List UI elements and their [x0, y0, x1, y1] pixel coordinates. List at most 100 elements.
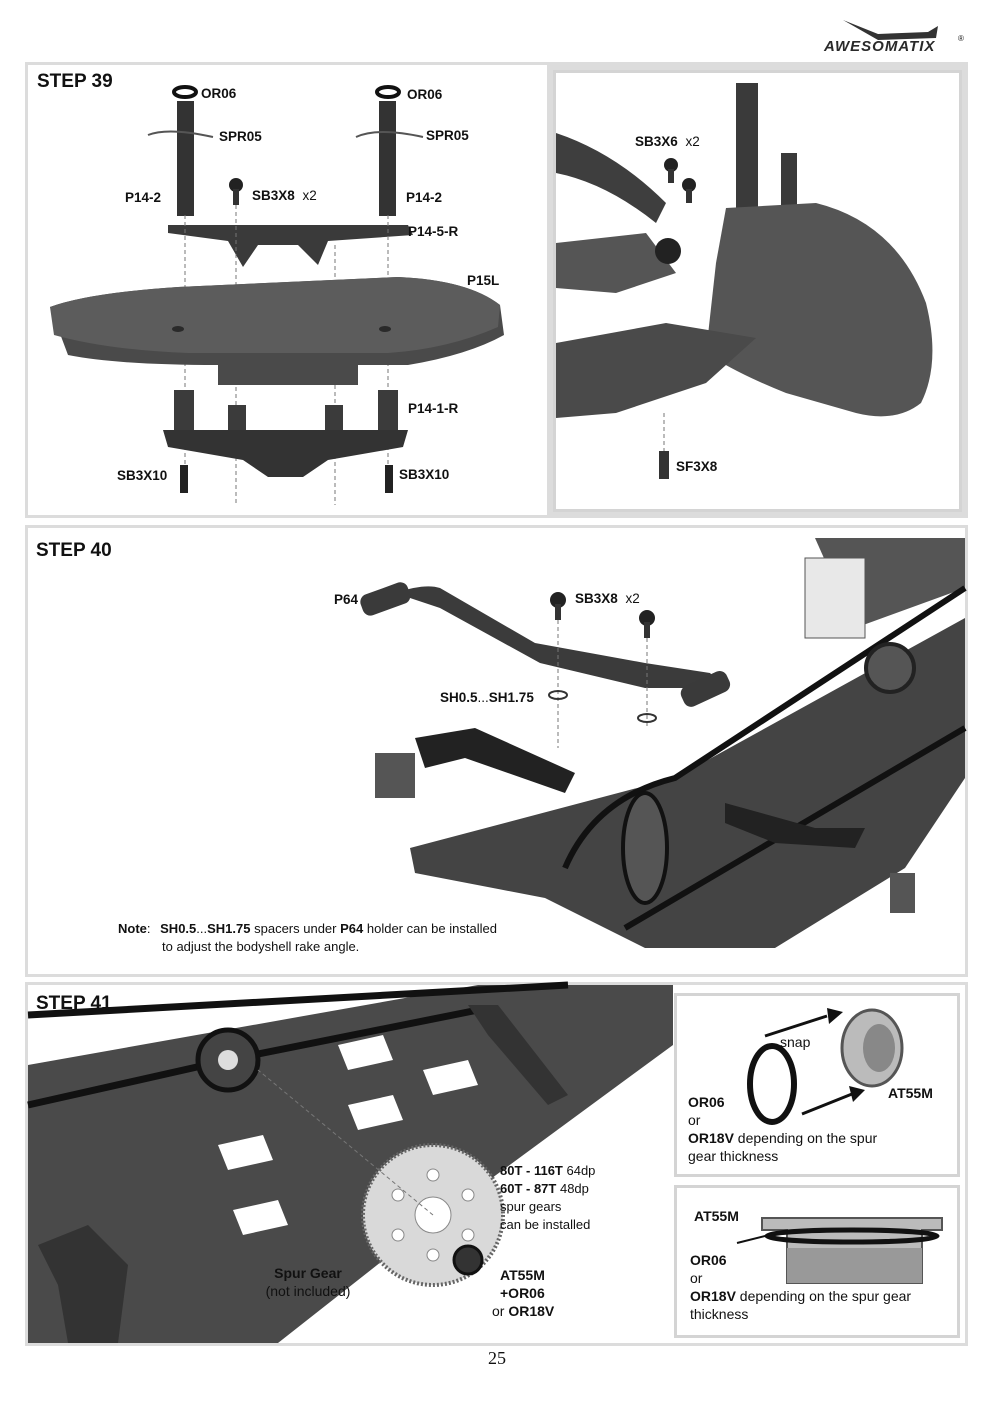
screw-sb3x8-head [229, 178, 243, 192]
registered-mark: ® [958, 34, 964, 43]
at55m-or: or [492, 1303, 509, 1319]
box2-or06: OR06 [690, 1252, 727, 1268]
label-p64: P64 [334, 592, 359, 607]
detail-screw-sf3x8 [659, 451, 669, 479]
drive-belt [562, 585, 967, 870]
screw-sb3x10-right [385, 465, 393, 493]
pulley [864, 642, 916, 694]
box1-or: or [688, 1112, 701, 1128]
body-post-right [379, 101, 396, 216]
spur-gear-title: Spur Gear [274, 1265, 342, 1281]
label-sb3x8: SB3X8 x2 [252, 188, 317, 203]
at55m-label: AT55M +OR06 or OR18V [492, 1266, 554, 1320]
step40-title: STEP 40 [36, 540, 112, 561]
screw-sb3x8-shaft [233, 189, 239, 205]
detail-screw-1 [664, 158, 678, 172]
spur-gear-label: Spur Gear (not included) [258, 1264, 358, 1300]
step40-servo [804, 557, 866, 639]
label-sb3x10-right: SB3X10 [399, 467, 450, 482]
step39-illustration [50, 85, 504, 505]
label-spr05-left: SPR05 [219, 129, 262, 144]
box1-text: OR06 or OR18V depending on the spur gear… [688, 1093, 877, 1165]
note-head: Note [118, 921, 147, 936]
holder-plate-p14-5-r [168, 225, 413, 267]
box2-or: or [690, 1270, 703, 1286]
label-or06-right: OR06 [407, 87, 443, 102]
box2-desc1: depending on the spur gear [735, 1288, 912, 1304]
step40-sb3x8-code: SB3X8 [575, 591, 618, 606]
label-shims: SH0.5...SH1.75 [440, 690, 534, 705]
step41-chassis-plate [28, 985, 673, 1343]
label-p14-2-right: P14-2 [406, 190, 443, 205]
step40-chassis [410, 618, 965, 948]
note-colon: : [146, 921, 151, 936]
body-clip-left [147, 130, 214, 138]
step39-detail-illustration [556, 73, 956, 505]
note-sh-b: SH1.75 [207, 921, 251, 936]
step41-belt [27, 981, 569, 1019]
step39-title: STEP 39 [37, 71, 113, 92]
step40-screw-1 [550, 592, 566, 608]
lower-post-1 [174, 390, 194, 435]
p64-handle-left [360, 582, 411, 616]
lower-mount-p14-1-r [163, 430, 408, 477]
spur-gear-note: (not included) [265, 1283, 351, 1299]
box1-or06: OR06 [688, 1094, 725, 1110]
box2-text: OR06 or OR18V depending on the spur gear… [690, 1251, 911, 1323]
label-sb3x10-left: SB3X10 [117, 468, 168, 483]
detail-body-post [736, 83, 758, 213]
step40-sb3x8-qty: x2 [625, 591, 640, 606]
box1-desc1: depending on the spur [733, 1130, 878, 1146]
box1-snap: snap [780, 1034, 811, 1050]
box1-arrow-upper [764, 1014, 828, 1038]
p64-handle-right [680, 671, 731, 707]
step41-clamp-top [468, 1005, 568, 1105]
sb3x8-qty: x2 [302, 188, 317, 203]
step40-illustration [360, 538, 967, 948]
upper-arm-rear [725, 803, 865, 848]
sb3x8-code: SB3X8 [252, 188, 295, 203]
brand-name: AWESOMATIX [824, 38, 936, 55]
detail-box-2-illustration [736, 1217, 943, 1284]
at55m-part [452, 1244, 484, 1276]
shim-2 [637, 713, 657, 723]
at55m-label-1: AT55M [500, 1267, 545, 1283]
detail-chassis [556, 323, 756, 418]
shim-1 [548, 690, 568, 700]
gear-info-64dp: 64dp [562, 1163, 596, 1178]
label-p14-1-r: P14-1-R [408, 401, 459, 416]
bumper-top-face [50, 277, 500, 353]
upper-arm-front [415, 728, 575, 793]
label-spr05-right: SPR05 [426, 128, 469, 143]
shim-a: SH0.5 [440, 690, 478, 705]
step40-note: Note: SH0.5...SH1.75 spacers under P64 h… [118, 921, 497, 936]
label-p14-2-left: P14-2 [125, 190, 162, 205]
shim-b: SH1.75 [488, 690, 534, 705]
detail-box-1 [674, 993, 960, 1177]
gear-info-line3: spur gears [500, 1199, 562, 1214]
note-p64: P64 [340, 921, 364, 936]
front-pulley [621, 791, 669, 905]
gear-info: 80T - 116T 64dp 60T - 87T 48dp spur gear… [500, 1162, 595, 1234]
label-p14-5-r: P14-5-R [408, 224, 459, 239]
box2-at55m: AT55M [694, 1208, 739, 1224]
detail-bumper [706, 203, 933, 417]
box2-desc2: thickness [690, 1306, 749, 1322]
gear-info-48dp-range: 60T - 87T [500, 1181, 557, 1196]
at55m-or18v: OR18V [508, 1303, 555, 1319]
step40-note-line2: to adjust the bodyshell rake angle. [162, 939, 360, 954]
box2-line3: OR18V depending on the spur gear [690, 1287, 911, 1305]
body-post-left [177, 101, 194, 216]
brand-logo: AWESOMATIX ® [818, 14, 968, 60]
step41-clamp-bottom [38, 1225, 128, 1343]
gear-info-48dp: 48dp [556, 1181, 589, 1196]
sb3x6-qty: x2 [685, 134, 700, 149]
shark-fin-icon [843, 20, 938, 40]
hub-right [890, 873, 915, 913]
box1-at55m: AT55M [888, 1085, 933, 1101]
detail-box-1-illustration [747, 1008, 904, 1125]
note-dots: ... [196, 921, 208, 936]
o-ring-right [375, 85, 401, 99]
lower-post-4 [378, 390, 398, 435]
label-or06-left: OR06 [201, 86, 237, 101]
